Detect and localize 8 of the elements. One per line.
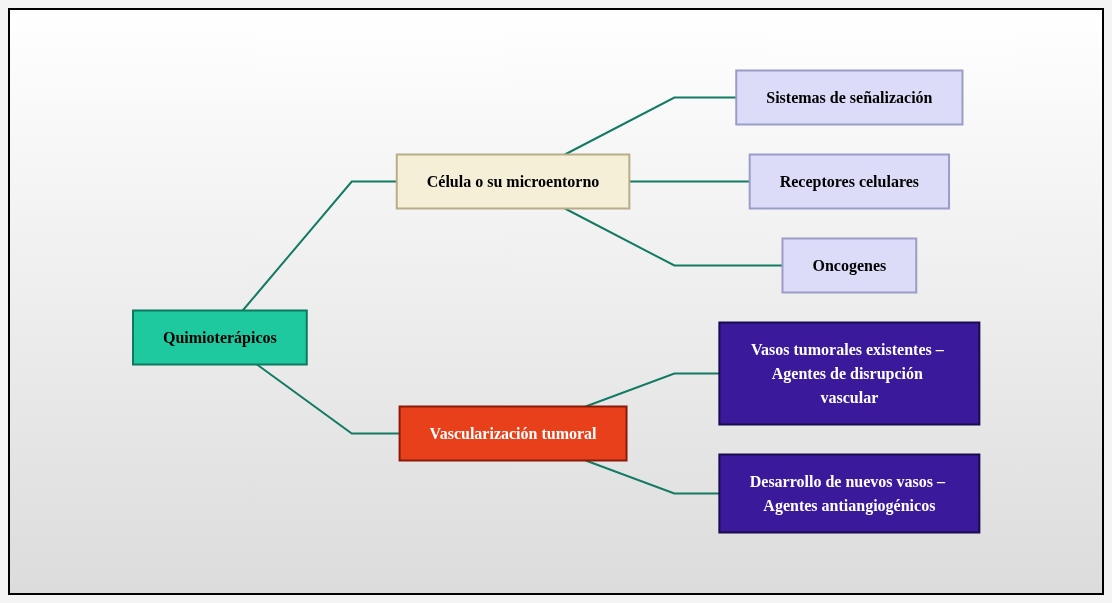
node-box: Quimioterápicos [131, 309, 308, 366]
node-box: Receptores celulares [748, 153, 950, 210]
node-box: Sistemas de señalización [735, 69, 964, 126]
node-box: Oncogenes [781, 237, 918, 294]
node-box: Célula o su microentorno [395, 153, 631, 210]
node-box: Desarrollo de nuevos vasos – Agentes antiangiogénicos [718, 453, 981, 534]
node-box: Vasos tumorales existentes – Agentes de disrupción vascular [718, 321, 981, 426]
node-box: Vascularización tumoral [398, 405, 628, 462]
